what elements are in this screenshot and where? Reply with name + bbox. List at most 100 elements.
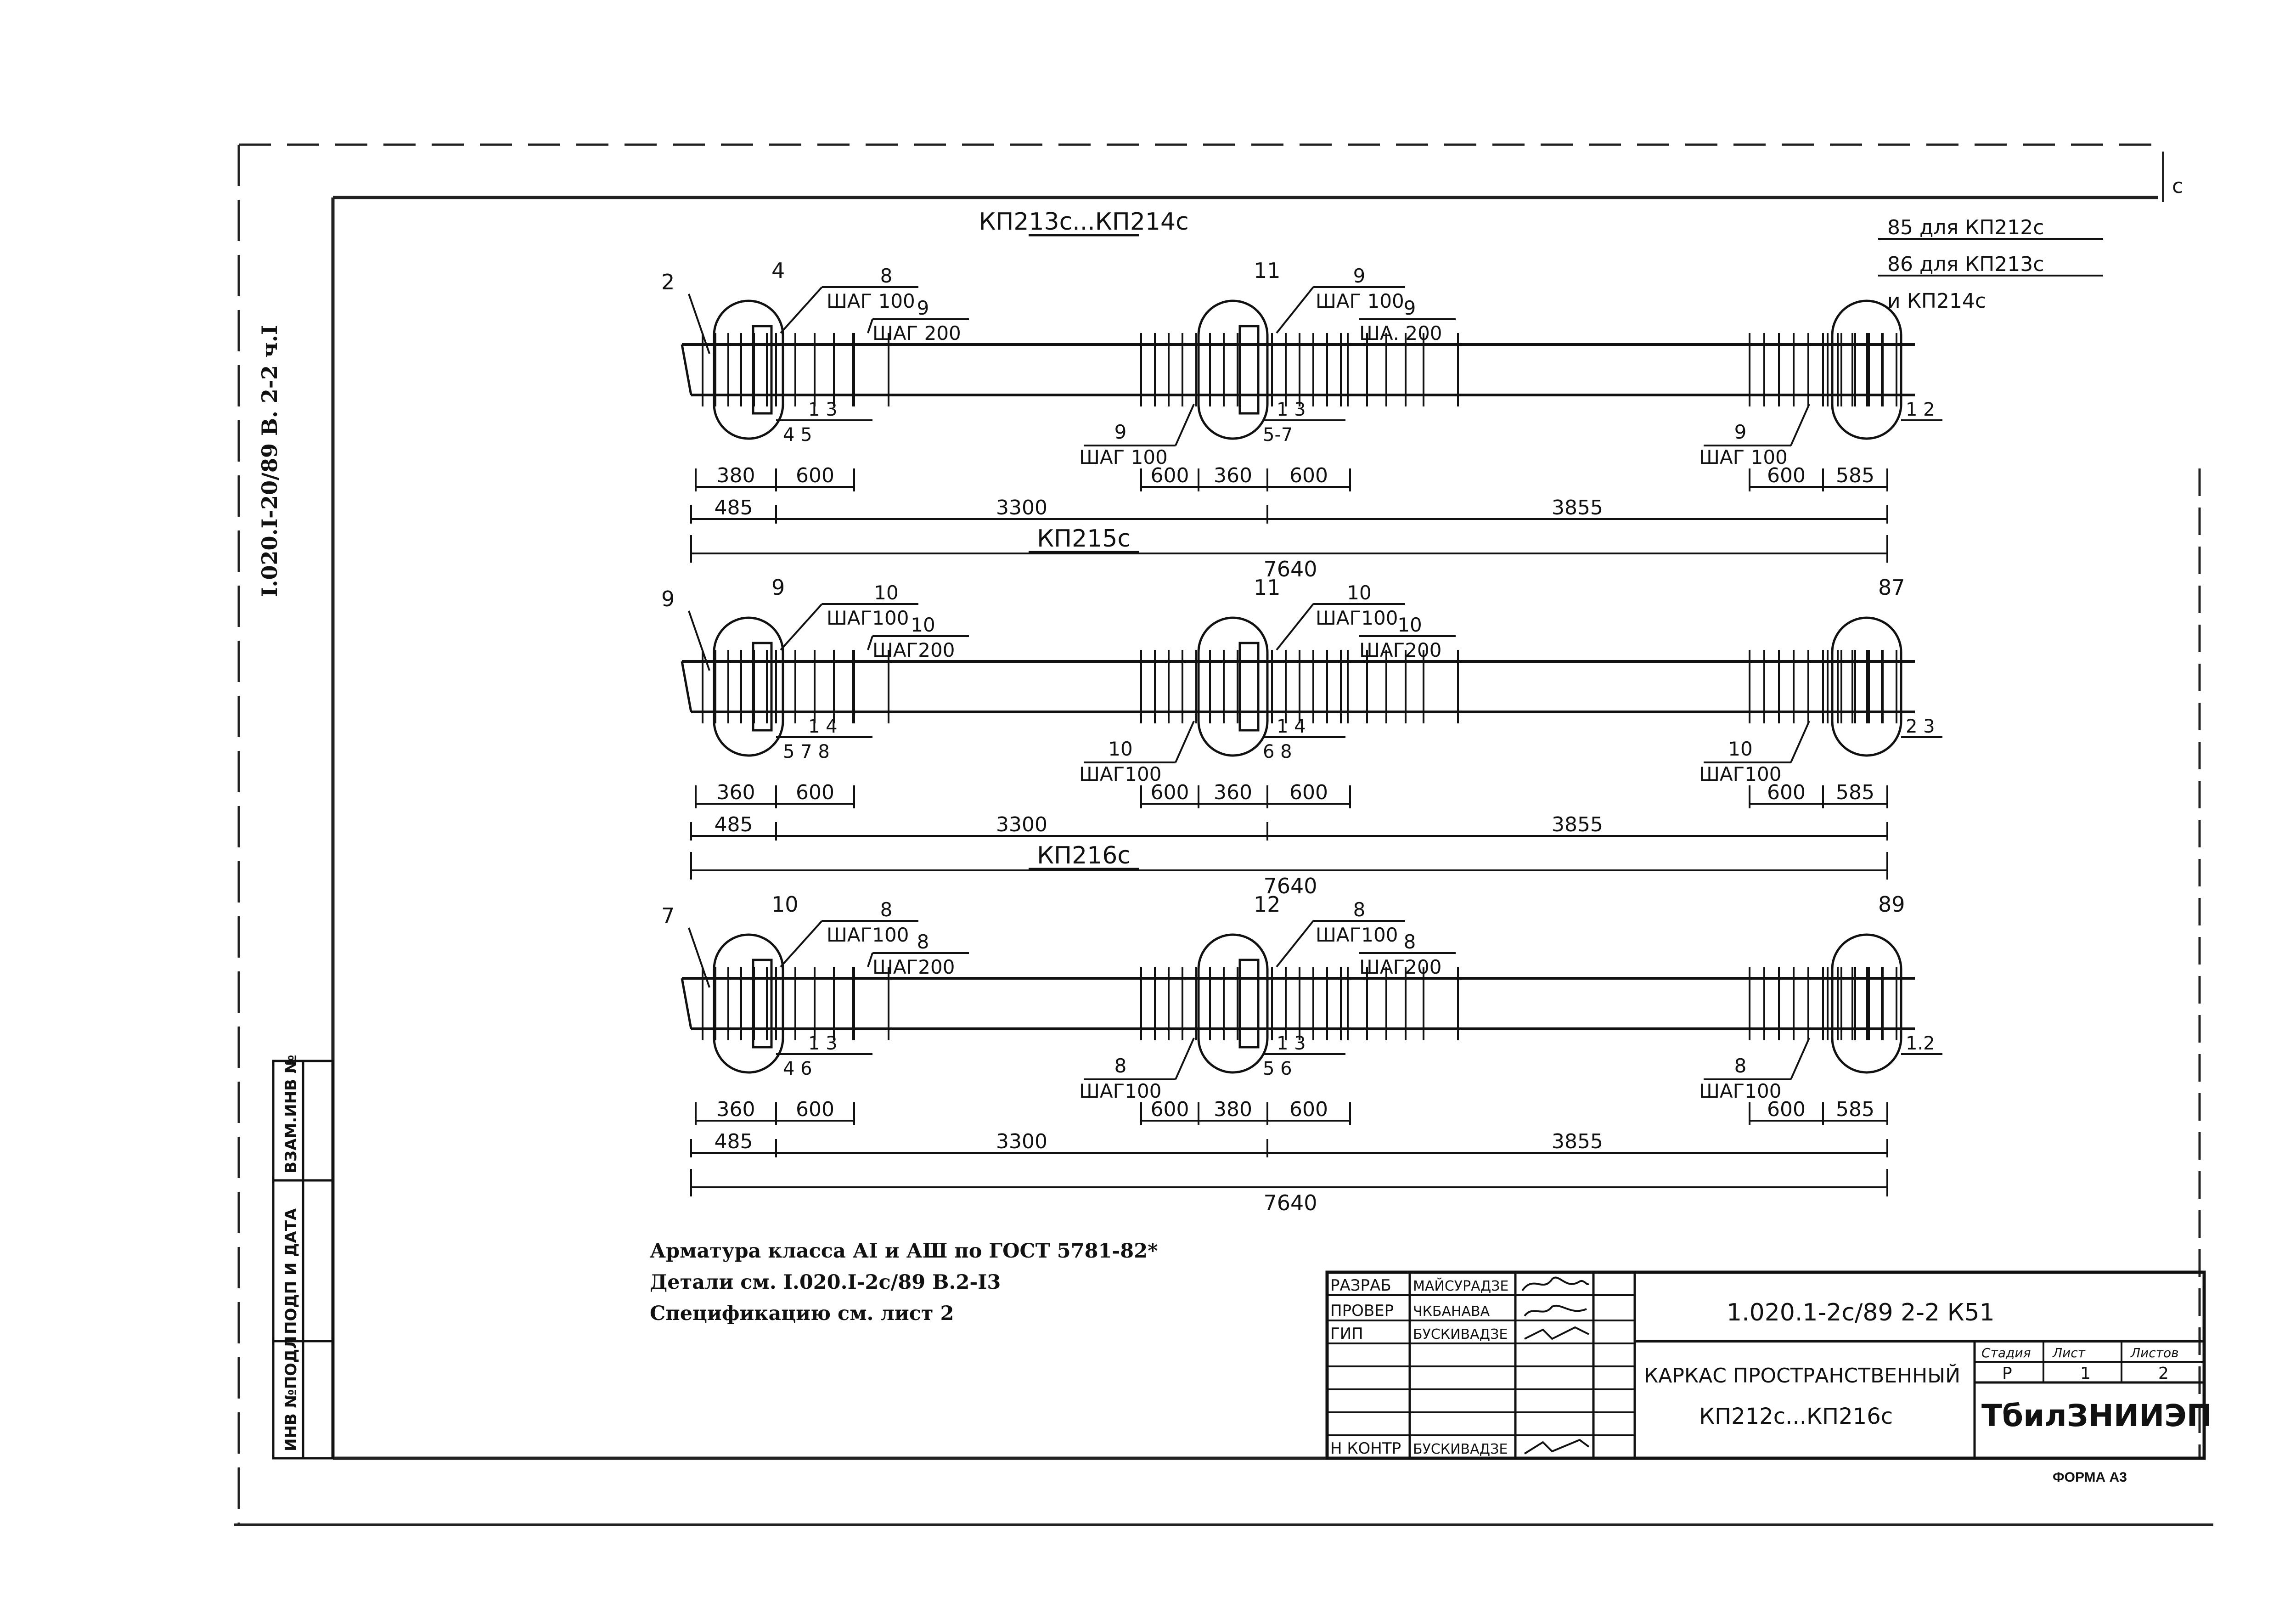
tb-stage-label: Стадия (1981, 1345, 2031, 1360)
label-node-a: 4 (771, 258, 785, 283)
leader-line (1276, 603, 1314, 651)
step-number: 9 (1404, 297, 1416, 319)
leader-line (688, 927, 710, 988)
node-detail (752, 325, 773, 415)
step-number: 8 (1114, 1055, 1127, 1077)
step-label: ШАГ100 (827, 607, 909, 629)
step-number: 9 (917, 297, 929, 319)
label-node-b: 11 (1254, 575, 1281, 600)
stamp-podp-data: ПОДП И ДАТА (282, 1208, 300, 1334)
dim-value: 600 (1289, 1098, 1328, 1121)
dim-value: 485 (715, 496, 753, 519)
step-label: ШАГ200 (872, 956, 955, 978)
step-number: 10 (874, 581, 898, 604)
step-number: 8 (1404, 931, 1416, 953)
step-number: 8 (1353, 898, 1366, 921)
view-title: КП213с...КП214с (979, 208, 1188, 236)
notes-block: Арматура класса АI и АШ по ГОСТ 5781-82*… (650, 1235, 1293, 1329)
node-callout (1197, 299, 1269, 440)
node-callout (1197, 616, 1269, 757)
dim-value: 3855 (1552, 496, 1603, 519)
step-label: ШАГ100 (1079, 763, 1161, 785)
position-label: 1 3 (808, 399, 838, 420)
leader-line (867, 319, 873, 333)
position-label: 6 8 (1263, 741, 1292, 762)
dim-total: 7640 (1263, 557, 1317, 581)
node-callout (713, 616, 784, 757)
step-label: ША. 200 (1359, 322, 1442, 344)
step-number: 9 (1734, 421, 1747, 443)
leader-line (1790, 1038, 1810, 1080)
step-label: ШАГ100 (827, 924, 909, 946)
dim-value: 360 (1214, 781, 1252, 804)
step-label: ШАГ 100 (1079, 446, 1168, 468)
bar-end (681, 661, 692, 712)
leader-line (1175, 721, 1195, 763)
dim-value: 3300 (996, 496, 1047, 519)
step-label: ШАГ100 (1316, 924, 1398, 946)
dim-value: 600 (1767, 781, 1806, 804)
bar-end (681, 344, 692, 395)
dim-value: 360 (717, 781, 755, 804)
dim-value: 380 (717, 464, 755, 487)
step-label: ШАГ100 (1699, 1080, 1781, 1102)
dim-value: 485 (715, 813, 753, 836)
dim-value: 600 (1151, 464, 1189, 487)
tb-role-nkontr: Н КОНТР (1330, 1439, 1401, 1458)
label-left-end: 9 (661, 587, 675, 611)
dim-value: 360 (1214, 464, 1252, 487)
view-title: КП216с (1037, 842, 1131, 869)
position-label: 1 3 (1277, 1033, 1306, 1054)
step-label: ШАГ100 (1699, 763, 1781, 785)
dim-value: 3300 (996, 813, 1047, 836)
dim-value: 600 (1151, 1098, 1189, 1121)
tb-stage: Р (2002, 1364, 2012, 1383)
step-number: 8 (917, 931, 929, 953)
corner-mark: с (2172, 175, 2183, 198)
dim-value: 3300 (996, 1130, 1047, 1153)
label-left-end: 7 (661, 903, 675, 928)
leader-line (1276, 920, 1314, 968)
step-number: 8 (880, 898, 893, 921)
side-note: 86 для КП213с (1887, 253, 2044, 276)
position-label: 1 3 (808, 1033, 838, 1054)
position-label: 4 5 (783, 424, 812, 446)
position-label: 2 3 (1906, 716, 1935, 737)
step-number: 8 (880, 265, 893, 287)
note-line: Детали см. I.020.I-2с/89 В.2-I3 (650, 1271, 1001, 1294)
node-detail (1238, 325, 1260, 415)
dim-value: 600 (1767, 464, 1806, 487)
tb-title-line1: КАРКАС ПРОСТРАНСТВЕННЫЙ (1644, 1363, 1960, 1388)
tb-sheets: 2 (2158, 1364, 2169, 1383)
position-label: 1.2 (1906, 1033, 1935, 1054)
title-block (1325, 1270, 2206, 1460)
signatures (1521, 1276, 1590, 1455)
leader-line (867, 636, 873, 650)
label-node-a: 9 (771, 575, 785, 600)
position-label: 5-7 (1263, 424, 1293, 446)
side-note: 85 для КП212с (1887, 216, 2044, 239)
node-detail (752, 959, 773, 1049)
step-label: ШАГ200 (872, 639, 955, 661)
leader-line (780, 603, 823, 651)
node-callout (1831, 299, 1902, 440)
step-number: 9 (1114, 421, 1127, 443)
leader-line (1175, 404, 1195, 446)
leader-line (780, 286, 823, 334)
position-label: 5 7 8 (783, 741, 830, 762)
leader-line (1276, 286, 1314, 334)
node-detail (1238, 642, 1260, 732)
tb-role-prover: ПРОВЕР (1330, 1302, 1394, 1320)
node-detail (752, 642, 773, 732)
dim-value: 600 (796, 464, 834, 487)
tb-sheets-label: Листов (2130, 1345, 2179, 1360)
tb-org: ТбилЗНИИЭП (1981, 1398, 2212, 1433)
tb-sheet: 1 (2080, 1364, 2091, 1383)
note-line: Спецификацию см. лист 2 (650, 1302, 954, 1325)
tb-sheet-label: Лист (2052, 1345, 2086, 1360)
dim-value: 3855 (1552, 813, 1603, 836)
node-callout (713, 299, 784, 440)
position-label: 5 6 (1263, 1058, 1292, 1079)
